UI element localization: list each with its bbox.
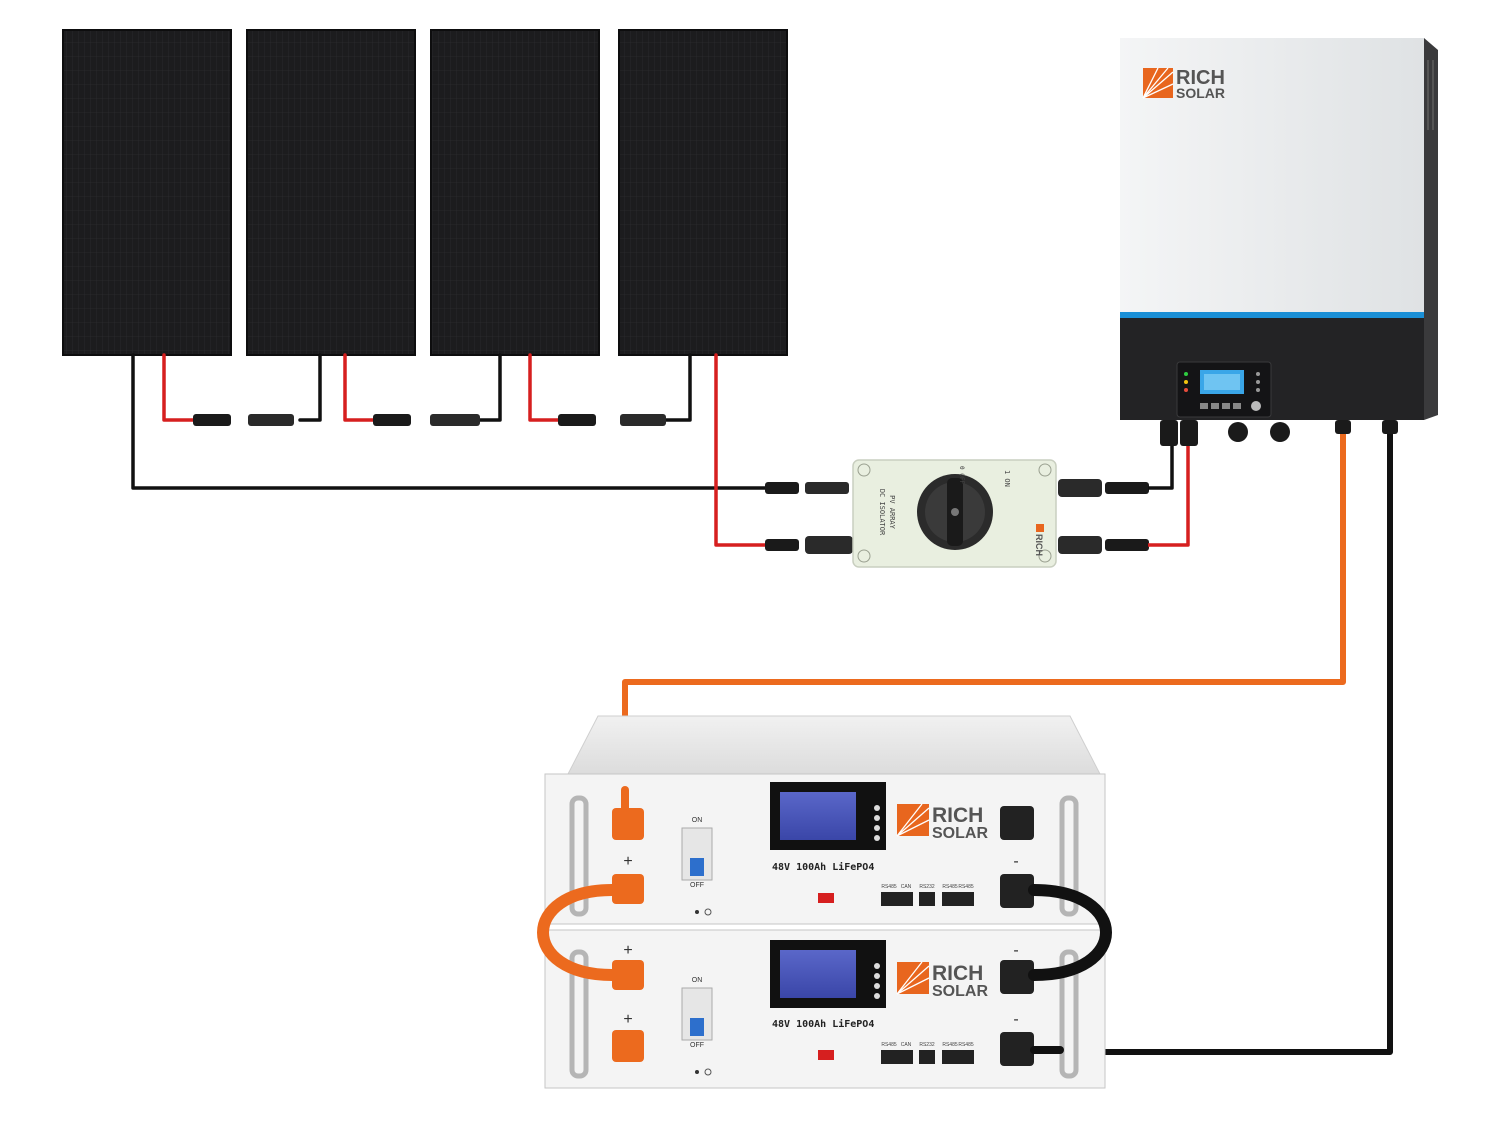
battery-2-plus-label: + (623, 942, 632, 959)
mc4-connectors (193, 414, 1149, 554)
battery-2-negative-terminal-2[interactable] (1000, 1032, 1034, 1066)
mc4-connector-pair-1 (193, 414, 294, 426)
battery-1-positive-terminal[interactable] (612, 808, 644, 840)
battery-1-port-label-3: RS232 (919, 884, 935, 890)
battery-1-negative-terminal-2[interactable] (1000, 874, 1034, 908)
inverter-brand-line1: RICH (1176, 67, 1225, 89)
battery-2-positive-terminal[interactable] (612, 960, 644, 990)
battery-1-brand-line2: SOLAR (932, 825, 988, 842)
solar-panel-3 (430, 29, 600, 356)
battery-1-comm-ports: RS485 CAN RS232 RS485 RS485 (881, 884, 974, 906)
battery-2-dip-switch[interactable] (818, 1050, 834, 1060)
battery-2-minus-label-2: - (1013, 1011, 1018, 1028)
battery-2-port-label-3: RS232 (919, 1042, 935, 1048)
battery-2-port-label-5: RS485 (958, 1042, 974, 1048)
battery-2-port-label-2: CAN (901, 1042, 912, 1048)
battery-interconnect-cables (537, 786, 1112, 1054)
solar-panel-array (62, 29, 788, 356)
isolator-rotary-switch[interactable] (917, 474, 993, 550)
inverter-buttons[interactable] (1200, 403, 1241, 409)
battery-1-switch-off: OFF (690, 882, 704, 889)
mc4-isolator-output (1058, 479, 1149, 554)
battery-rack: + ON OFF 48V 100Ah LiFePO4 (544, 715, 1106, 1089)
mc4-connector-pair-3 (558, 414, 666, 426)
battery-module-2: + + ON OFF 48V 100Ah LiFePO4 (544, 929, 1106, 1089)
battery-2-negative-terminal[interactable] (1000, 960, 1034, 994)
battery-2-brand-line2: SOLAR (932, 983, 988, 1000)
battery-2-switch-on: ON (692, 977, 703, 984)
isolator-brand: RICH (1034, 524, 1044, 556)
isolator-brand-text: RICH (1034, 534, 1044, 556)
isolator-label-dc: DC ISOLATOR (878, 489, 886, 536)
solar-panel-4 (618, 29, 788, 356)
battery-1-positive-terminal-2[interactable] (612, 874, 644, 904)
inverter-brand-line2: SOLAR (1176, 85, 1225, 101)
battery-2-minus-label: - (1013, 942, 1018, 959)
panel-series-wiring (131, 353, 772, 547)
battery-2-port-label-1: RS485 (881, 1042, 897, 1048)
battery-2-model-label: 48V 100Ah LiFePO4 (772, 1018, 874, 1030)
solar-panel-2 (246, 29, 416, 356)
battery-2-brand-logo: RICH SOLAR (896, 961, 988, 1000)
inverter-brand-logo: RICH SOLAR (1142, 67, 1225, 101)
battery-1-brand-logo: RICH SOLAR (896, 803, 988, 842)
battery-2-port-label-4: RS485 (942, 1042, 958, 1048)
dc-isolator: PV ARRAY DC ISOLATOR 1 ON 0 OFF RICH (852, 459, 1057, 568)
mc4-connector-pair-2 (373, 414, 480, 426)
battery-2-brand-line1: RICH (932, 962, 983, 985)
battery-1-port-label-4: RS485 (942, 884, 958, 890)
battery-1-negative-terminal[interactable] (1000, 806, 1034, 840)
hybrid-inverter: RICH SOLAR (1120, 38, 1438, 446)
battery-module-1: + ON OFF 48V 100Ah LiFePO4 (544, 773, 1106, 925)
battery-2-positive-terminal-2[interactable] (612, 1030, 644, 1062)
inverter-control-panel (1176, 361, 1272, 418)
battery-1-port-label-1: RS485 (881, 884, 897, 890)
isolator-label-pv: PV ARRAY (888, 495, 896, 530)
battery-1-port-label-2: CAN (901, 884, 912, 890)
battery-2-plus-label-2: + (623, 1011, 632, 1028)
isolator-label-off: 0 OFF (958, 466, 965, 484)
battery-1-plus-label: + (623, 853, 632, 870)
battery-1-brand-line1: RICH (932, 804, 983, 827)
inverter-accent-stripe (1120, 312, 1424, 318)
inverter-cable-glands (1160, 420, 1398, 446)
isolator-to-inverter-wiring (1148, 440, 1190, 547)
battery-1-dip-switch[interactable] (818, 893, 834, 903)
battery-1-port-label-5: RS485 (958, 884, 974, 890)
battery-1-model-label: 48V 100Ah LiFePO4 (772, 861, 874, 873)
battery-2-comm-ports: RS485 CAN RS232 RS485 RS485 (881, 1042, 974, 1064)
battery-1-minus-label: - (1013, 853, 1018, 870)
inverter-power-knob[interactable] (1251, 401, 1261, 411)
battery-2-switch-off: OFF (690, 1042, 704, 1049)
isolator-label-on: 1 ON (1003, 470, 1011, 487)
battery-1-switch-on: ON (692, 817, 703, 824)
solar-panel-1 (62, 29, 232, 356)
mc4-isolator-input (765, 482, 853, 554)
